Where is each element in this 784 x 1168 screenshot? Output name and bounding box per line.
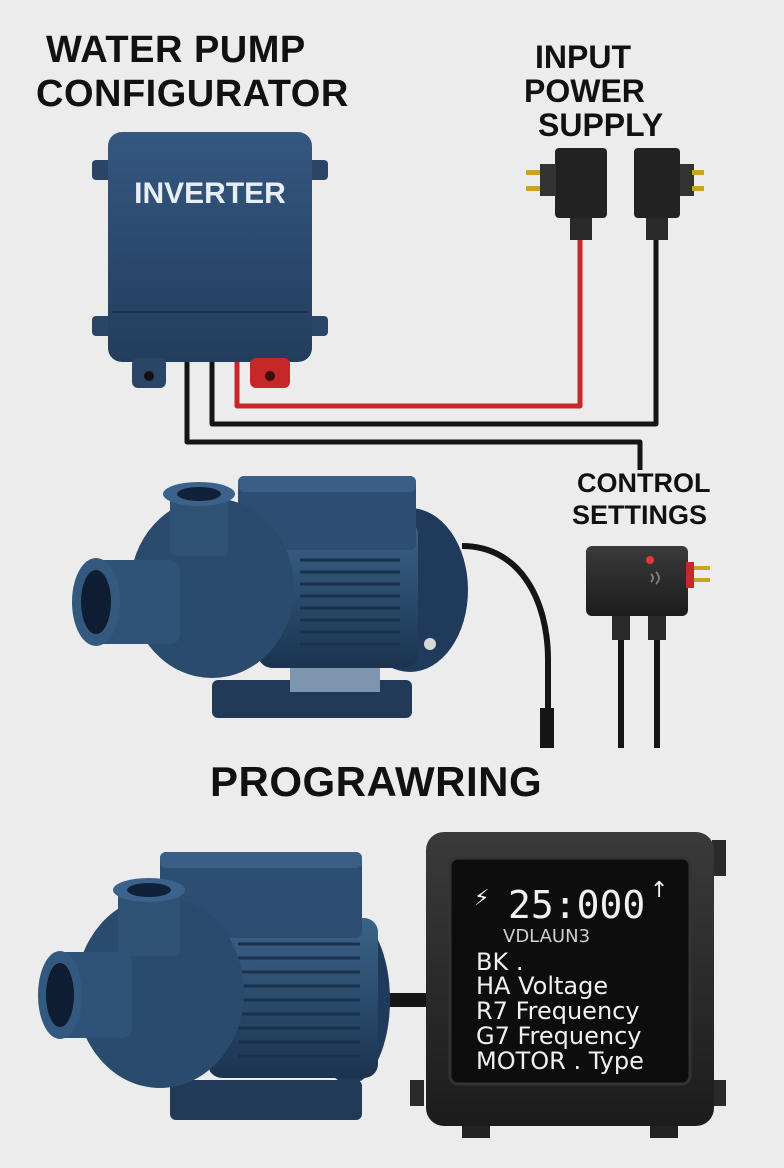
power-supply-connectors (526, 148, 704, 240)
pump-cable (461, 543, 551, 746)
display-time: 25:000 (508, 883, 646, 927)
inverter-box (92, 132, 328, 388)
display-screen (448, 856, 692, 1086)
black-power-cable (209, 240, 659, 427)
control-housing (586, 546, 688, 616)
control-settings-label-line2: SETTINGS (572, 500, 708, 530)
terminal-box (238, 476, 416, 550)
control-module (586, 546, 710, 748)
display-subtitle: VDLAUN3 (503, 926, 591, 947)
programming-label: PROGRAWRING (210, 758, 543, 805)
connector-left (555, 148, 607, 218)
page-title-line2: CONFIGURATOR (36, 73, 349, 115)
pump-base (170, 1080, 362, 1120)
display-row: HA Voltage (476, 972, 609, 1000)
display-row: BK . (476, 948, 524, 976)
lightning-icon: ⚡︎ (474, 886, 490, 911)
control-settings-label-line1: CONTROL (577, 468, 711, 498)
display-row: MOTOR . Type (476, 1047, 644, 1075)
water-pump-upper (72, 476, 554, 748)
inverter-housing (108, 132, 312, 362)
display-row: G7 Frequency (476, 1022, 642, 1050)
display-row: R7 Frequency (476, 997, 640, 1025)
connector-right (634, 148, 680, 218)
status-led (646, 556, 654, 564)
arrow-up-icon: ↑ (650, 878, 669, 903)
red-power-cable (234, 240, 583, 409)
page-title-line1: WATER PUMP (46, 29, 306, 71)
power-supply-label-line2: POWER (524, 73, 645, 109)
power-supply-label-line3: SUPPLY (538, 107, 664, 143)
power-supply-label-line1: INPUT (535, 39, 631, 75)
control-cable (184, 362, 643, 470)
inverter-cables (184, 240, 659, 470)
inverter-label: INVERTER (134, 177, 286, 210)
water-pump-lower (38, 852, 440, 1120)
controller-unit (410, 832, 726, 1138)
